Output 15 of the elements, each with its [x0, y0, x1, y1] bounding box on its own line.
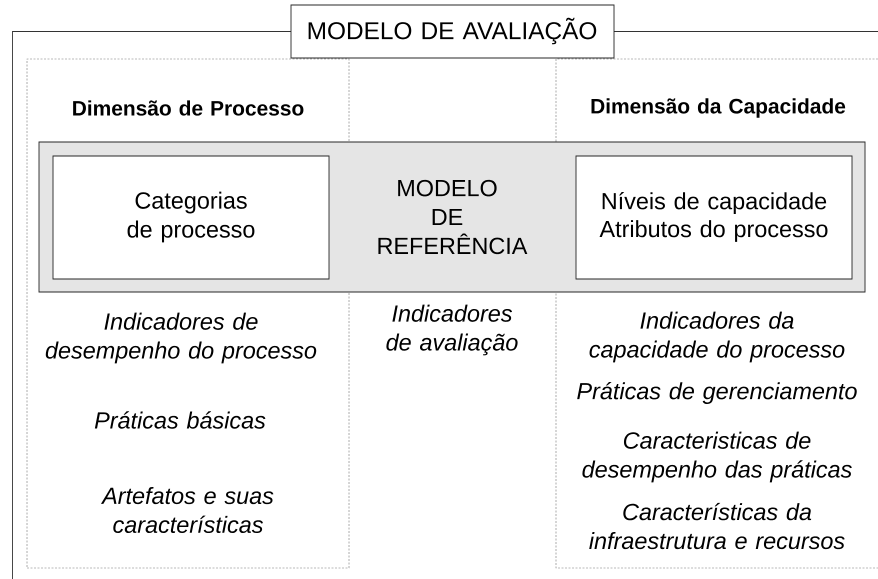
- title-text: MODELO DE AVALIAÇÃO: [308, 18, 596, 44]
- indicator-text: Práticas de gerenciamento: [577, 382, 857, 404]
- indicator-text: Caracteristicas de desempenho das práticas: [582, 432, 852, 482]
- indicator-text: Características da infraestrutura e recursos: [589, 502, 845, 550]
- indicator-text: Indicadores de desempenho do processo: [46, 312, 316, 364]
- indicator-text: Práticas básicas: [94, 411, 266, 429]
- indicator-text: Indicadores da capacidade do processo: [590, 312, 844, 362]
- box-text: Níveis de capacidade: [602, 192, 826, 214]
- box-text: Categorias de processo: [128, 192, 254, 242]
- column-heading: Dimensão da Capacidade: [592, 98, 846, 118]
- box-text: Atributos do processo: [600, 220, 828, 242]
- column-heading: Dimensão de Processo: [73, 100, 304, 116]
- indicator-text: Artefatos e suas características: [100, 486, 274, 534]
- indicator-text: Indicadores de avaliação: [386, 304, 518, 356]
- box-text: MODELO DE REFERÊNCIA: [378, 180, 528, 254]
